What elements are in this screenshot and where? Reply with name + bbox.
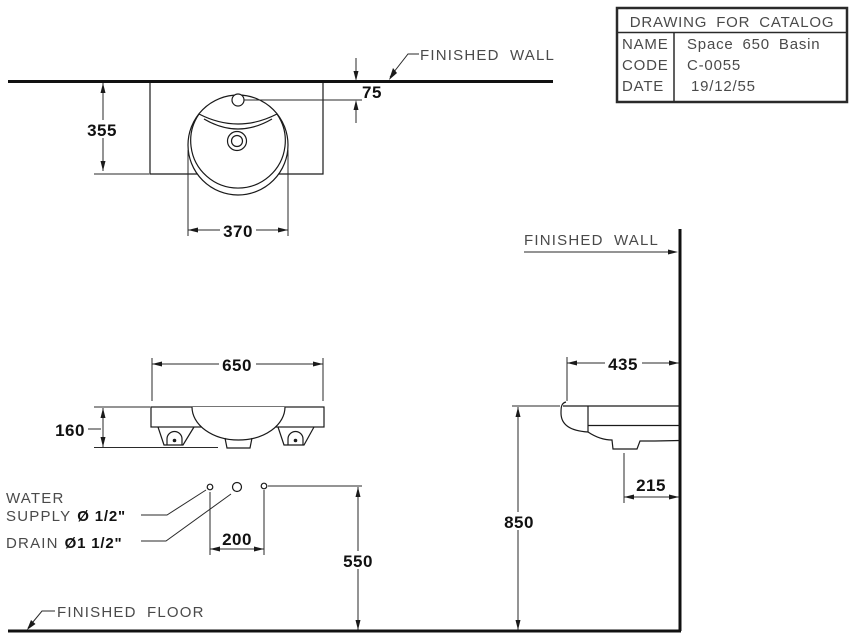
finished-wall-side-label: FINISHED WALL xyxy=(524,232,659,249)
title-block-label-code: CODE xyxy=(622,57,669,74)
leader-arrow-icon xyxy=(389,68,397,80)
title-block-value-code: C-0055 xyxy=(687,57,741,74)
dim-215-text: 215 xyxy=(636,476,666,495)
title-block: DRAWING FOR CATALOG NAME Space 650 Basin… xyxy=(615,6,849,104)
bowl-front-curve xyxy=(191,406,286,441)
dim-basin-front-height: 160 xyxy=(55,406,218,448)
dim-basin-width: 650 xyxy=(151,355,324,401)
right-bracket-slot xyxy=(287,430,304,445)
dim-supply-height: 550 xyxy=(340,487,377,630)
plan-view xyxy=(8,80,553,196)
dim-side-depth: 435 xyxy=(566,354,679,401)
dim-370-text: 370 xyxy=(223,222,253,241)
finished-wall-plan-label: FINISHED WALL xyxy=(420,47,555,64)
shelf-edge-arc xyxy=(198,113,278,125)
drain-outlet-hole xyxy=(231,481,243,493)
water-supply-leader xyxy=(141,489,207,516)
leader-arrow-icon xyxy=(668,249,678,255)
dim-rim-height: 850 xyxy=(501,405,560,630)
bowl-profile-bottom xyxy=(587,431,681,450)
title-block-title: DRAWING FOR CATALOG xyxy=(630,14,835,31)
dim-200-text: 200 xyxy=(222,530,252,549)
leader-arrow-icon xyxy=(27,620,36,630)
dim-550-text: 550 xyxy=(343,552,373,571)
dim-355-text: 355 xyxy=(87,121,117,140)
dim-75-text: 75 xyxy=(362,83,382,102)
left-bracket xyxy=(157,426,195,446)
finished-floor-label: FINISHED FLOOR xyxy=(57,604,205,621)
water-supply-label-1: WATER xyxy=(6,490,65,507)
dim-435-text: 435 xyxy=(608,355,638,374)
drain-leader xyxy=(141,493,232,542)
right-bracket xyxy=(277,426,315,446)
drain-fitting-front xyxy=(224,437,253,449)
drain-hole-outer xyxy=(226,130,248,152)
finished-wall-side-callout: FINISHED WALL xyxy=(524,232,678,255)
title-block-value-name: Space 650 Basin xyxy=(687,36,820,53)
left-bracket-screw xyxy=(172,438,177,443)
dim-650-text: 650 xyxy=(222,356,252,375)
dim-160-text: 160 xyxy=(55,421,85,440)
dim-plan-depth: 355 xyxy=(84,83,149,175)
water-supply-hole-left xyxy=(206,483,214,491)
dim-plan-bowl-width: 370 xyxy=(187,150,289,241)
drain-hole-inner xyxy=(230,134,244,148)
title-block-border xyxy=(615,6,849,104)
left-bracket-slot xyxy=(166,430,183,445)
water-supply-hole-right xyxy=(260,482,268,490)
right-bracket-screw xyxy=(293,438,298,443)
side-view xyxy=(560,229,682,631)
bowl-inner-rim xyxy=(190,113,286,189)
dim-drain-to-wall: 215 xyxy=(623,453,679,503)
title-block-value-date: 19/12/55 xyxy=(691,78,756,95)
dim-supply-spacing: 200 xyxy=(209,490,265,555)
shelf-edge-arc-2 xyxy=(203,118,273,130)
dim-850-text: 850 xyxy=(504,513,534,532)
rim-bullnose xyxy=(560,401,589,433)
finished-wall-plan-callout: FINISHED WALL xyxy=(389,47,555,80)
front-view xyxy=(150,406,325,449)
title-block-label-name: NAME xyxy=(622,36,669,53)
dim-faucet-to-wall: 75 xyxy=(244,58,382,123)
finished-floor-callout: FINISHED FLOOR xyxy=(27,604,205,630)
bowl-outer-rim xyxy=(187,94,289,196)
faucet-hole xyxy=(231,93,245,107)
title-block-label-date: DATE xyxy=(622,78,664,95)
